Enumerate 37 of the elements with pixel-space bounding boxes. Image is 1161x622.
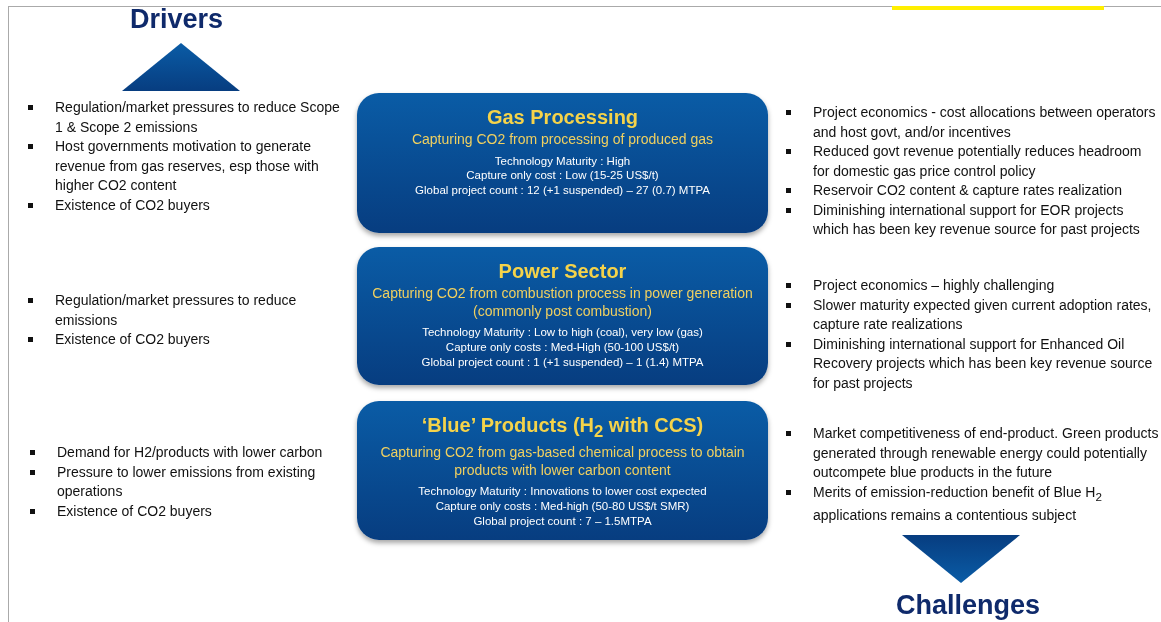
heading: Drivers <box>130 4 224 35</box>
bullet-item: Host governments motivation to generate revenue from gas reserves, esp those with higher CO2 content <box>28 137 348 196</box>
bullet-item: Slower maturity expected given current adoption rates, capture rate realizations <box>786 295 1161 335</box>
box-detail: Technology Maturity : High <box>494 153 631 169</box>
box-detail: Technology Maturity : Low to high (coal), very low (gas) <box>422 325 703 340</box>
bullet-item: Diminishing international support for EOR projects which has been key revenue source for past projects <box>786 200 1161 240</box>
bullet-item: Merits of emission-reduction benefit of Blue H$_{2}$ applications remains a contentious subject <box>786 482 1161 526</box>
bullet-item: Existence of CO2 buyers <box>28 195 348 215</box>
box-detail: Global project count : 7 – 1.5MTPA <box>473 513 652 529</box>
box-detail: Capture only costs : Med-High (50-100 US$/t) <box>445 339 680 355</box>
bullet-item: Reduced govt revenue potentially reduces headroom for domestic gas price control policy <box>786 142 1161 181</box>
box-detail: Technology Maturity : Innovations to lower cost expected <box>418 484 707 499</box>
bullet-item: Existence of CO2 buyers <box>28 330 348 350</box>
category-box <box>357 247 768 385</box>
bullet-item: Regulation/market pressures to reduce Scope 1 & Scope 2 emissions <box>28 98 348 137</box>
bullet-item: Regulation/market pressures to reduce emissions <box>28 291 348 330</box>
box-detail: Global project count : 12 (+1 suspended) – 27 (0.7) MTPA <box>415 183 710 199</box>
box-detail: Capture only cost : Low (15-25 US$/t) <box>466 168 659 184</box>
bullet-item: Project economics - cost allocations between operators and host govt, and/or incentives <box>786 103 1161 142</box>
box-subtitle: Capturing CO2 from combustion process in power generation (commonly post combustion) <box>371 285 754 320</box>
heading: Challenges <box>896 590 1041 621</box>
bullet-item: Diminishing international support for Enhanced Oil Recovery projects which has been key revenue source for past projects <box>786 334 1161 393</box>
box-subtitle: Capturing CO2 from gas-based chemical process to obtain products with lower carbon content <box>379 444 746 479</box>
box-detail: Global project count : 1 (+1 suspended) – 1 (1.4) MTPA <box>421 354 704 370</box>
bullet-item: Existence of CO2 buyers <box>30 501 360 521</box>
category-box <box>357 401 768 540</box>
bullet-item: Pressure to lower emissions from existing operations <box>30 462 360 502</box>
box-title: ‘Blue’ Products (H$_{2}$ with CCS) <box>421 413 704 442</box>
bullet-item: Demand for H2/products with lower carbon <box>30 443 360 463</box>
category-box <box>357 93 768 233</box>
bullet-item: Market competitiveness of end-product. Green products generated through renewable energy could potentially outcompete blue products in the future <box>786 424 1161 483</box>
box-title: Gas Processing <box>486 105 639 129</box>
box-subtitle: Capturing CO2 from processing of produced gas <box>411 131 714 149</box>
bullet-item: Project economics – highly challenging <box>786 276 1161 296</box>
box-detail: Capture only costs : Med-high (50-80 US$/t SMR) <box>435 498 690 514</box>
box-title: Power Sector <box>498 259 627 283</box>
bullet-item: Reservoir CO2 content & capture rates realization <box>786 181 1161 201</box>
